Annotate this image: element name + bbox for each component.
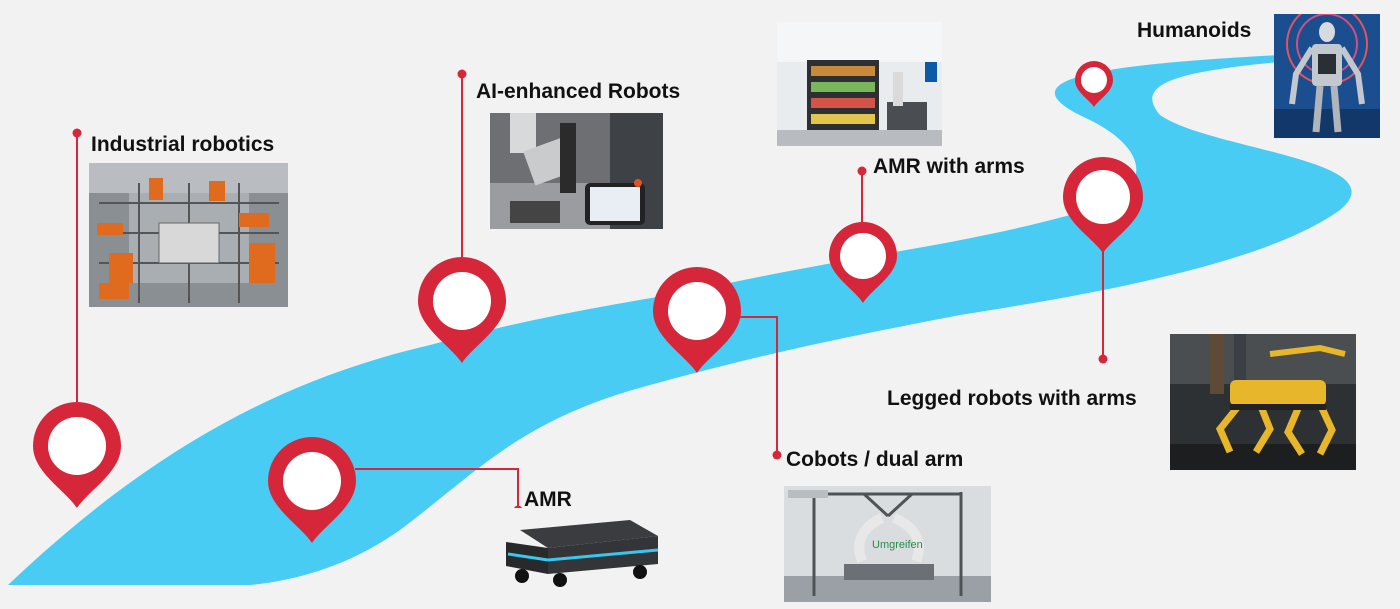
connector-lines [76, 74, 1104, 510]
pin-humanoids [1075, 61, 1113, 107]
retail-shelf-robot-photo [777, 22, 942, 146]
pin-amr [268, 437, 356, 543]
humanoid-robot-photo [1274, 14, 1380, 138]
label-amr-with-arms: AMR with arms [873, 155, 1025, 178]
robot-arm-tablet-photo [490, 113, 663, 229]
connector-cobots [740, 316, 778, 453]
factory-robots-photo [89, 163, 288, 307]
pin-ai [418, 257, 506, 363]
label-amr: AMR [524, 488, 572, 511]
connector-amr [355, 468, 519, 510]
pin-industrial [33, 402, 121, 508]
pin-legged [1063, 157, 1143, 253]
label-industrial-robotics: Industrial robotics [91, 133, 275, 156]
photo-caption-umgreifen: Umgreifen [872, 539, 923, 551]
dual-arm-cell-photo: Umgreifen [784, 486, 991, 602]
label-ai-enhanced-robots: AI-enhanced Robots [476, 80, 681, 103]
label-legged-robots-with-arms: Legged robots with arms [887, 387, 1137, 410]
pin-amr-arms [829, 222, 897, 303]
mobile-robot-photo [500, 508, 662, 588]
robot-dog-photo [1170, 334, 1356, 470]
pin-cobots [653, 267, 741, 373]
label-humanoids: Humanoids [1137, 19, 1252, 42]
label-cobots-dual-arm: Cobots / dual arm [786, 448, 964, 471]
